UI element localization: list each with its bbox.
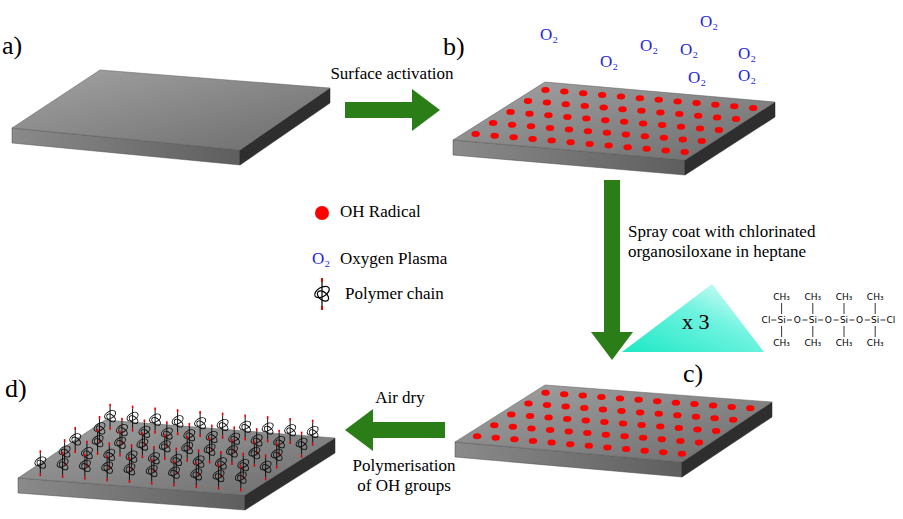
oxygen-plasma: O₂ — [640, 36, 658, 56]
slab-top — [453, 82, 775, 160]
step-letter: a) — [2, 32, 22, 61]
atom-symbol: Si — [840, 315, 848, 325]
slab-drawing — [0, 30, 345, 180]
legend-swatch — [315, 206, 329, 220]
oxygen-plasma: O₂ — [688, 68, 706, 88]
slab-drawing — [445, 360, 780, 485]
atom-symbol: Si — [809, 315, 817, 325]
oxygen-plasma: O₂ — [680, 40, 698, 60]
repeat-count: x 3 — [682, 309, 710, 335]
oxygen-plasma: O₂ — [738, 66, 756, 86]
methyl-group: CH₃ — [836, 338, 853, 348]
step-letter: d) — [5, 375, 27, 404]
slab-drawing — [0, 372, 345, 514]
step-label: Air dry — [375, 388, 425, 408]
process-arrow — [604, 180, 620, 332]
oxygen-plasma: O₂ — [540, 25, 558, 45]
atom-symbol: Si — [777, 315, 785, 325]
methyl-group: CH₃ — [773, 338, 790, 348]
atom-symbol: Cl — [886, 315, 895, 325]
step-letter: b) — [443, 33, 465, 62]
step-letter: c) — [683, 360, 703, 389]
step-label: Surface activation — [330, 64, 453, 84]
spray-cone — [622, 284, 764, 352]
legend-sample: O₂ — [312, 249, 330, 269]
slab-top — [18, 420, 335, 495]
process-arrow — [345, 102, 412, 118]
step-note: Polymerisation of OH groups — [346, 456, 462, 496]
atom-symbol: O — [856, 315, 863, 325]
methyl-group: CH₃ — [804, 292, 821, 302]
legend-text: Polymer chain — [345, 284, 444, 304]
atom-symbol: Si — [871, 315, 879, 325]
process-arrow — [373, 422, 445, 438]
methyl-group: CH₃ — [867, 292, 884, 302]
methyl-group: CH₃ — [836, 292, 853, 302]
oxygen-plasma: O₂ — [700, 12, 718, 32]
oh-dots — [471, 87, 757, 155]
methyl-group: CH₃ — [773, 292, 790, 302]
polymer-chains — [33, 404, 319, 491]
legend-text: OH Radical — [340, 202, 421, 222]
chemical-bonds — [771, 303, 885, 337]
step-label: Spray coat with chlorinated organosiloxa… — [628, 222, 878, 262]
polymer-chain-icon — [313, 278, 331, 310]
methyl-group: CH₃ — [804, 338, 821, 348]
atom-symbol: O — [825, 315, 832, 325]
methyl-group: CH₃ — [867, 338, 884, 348]
substrate-slab: a) — [0, 30, 345, 180]
atom-symbol: Cl — [762, 315, 771, 325]
oh-dots — [473, 390, 755, 457]
slab-top — [455, 385, 772, 462]
atom-symbol: O — [794, 315, 801, 325]
substrate-slab: d) — [0, 372, 345, 514]
slab-top — [12, 70, 330, 150]
oxygen-plasma: O₂ — [600, 52, 618, 72]
substrate-slab: c) — [445, 360, 780, 485]
oxygen-plasma: O₂ — [738, 44, 756, 64]
legend-text: Oxygen Plasma — [340, 249, 447, 269]
